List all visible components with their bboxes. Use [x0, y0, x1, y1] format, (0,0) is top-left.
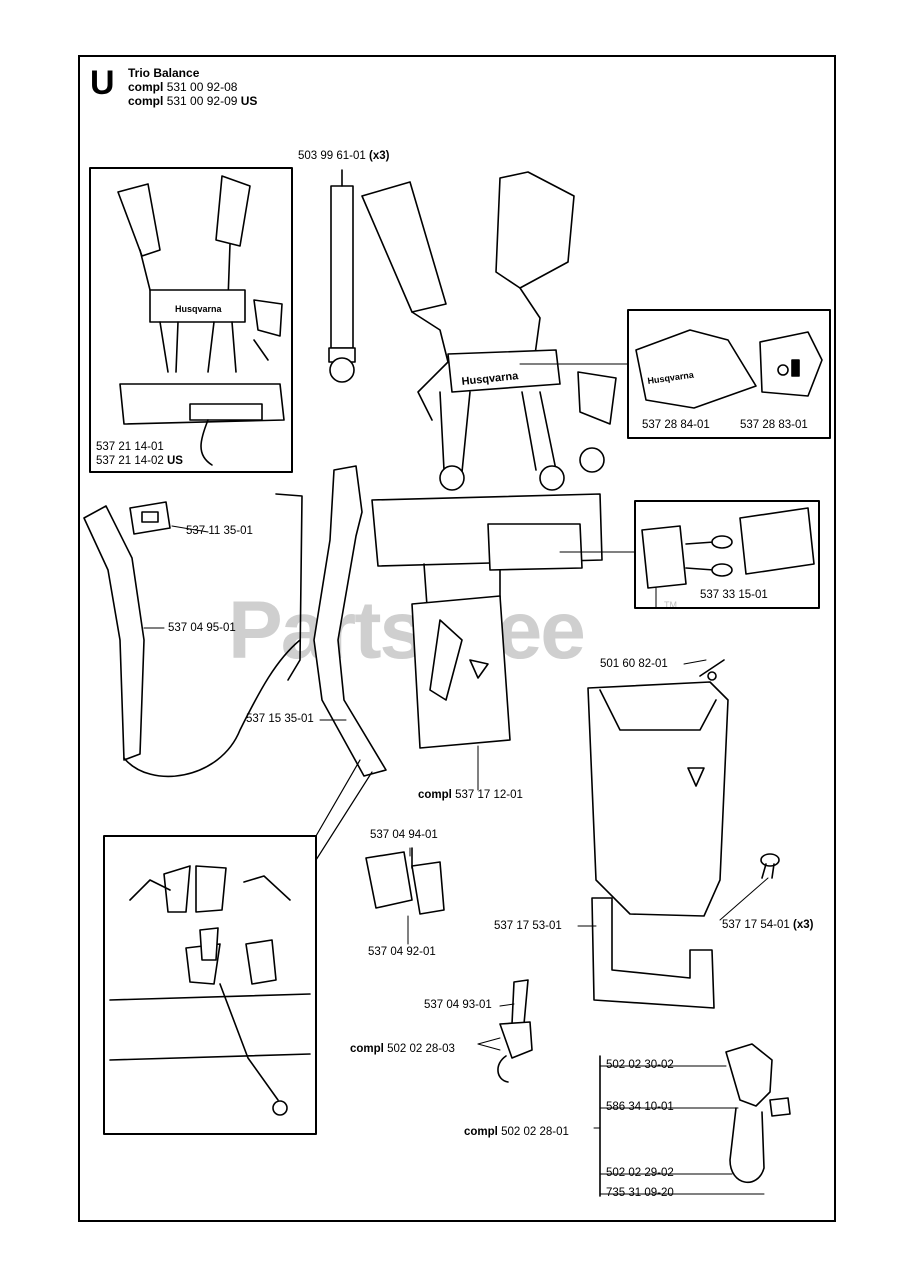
assembly-part-line-1: compl 531 00 92-08 [128, 80, 237, 94]
watermark-tm: TM [664, 600, 677, 610]
assembly-title: Trio Balance [128, 66, 200, 80]
part-number: 537 28 84-01 [642, 419, 710, 431]
label-537-17-54-01: 537 17 54-01 (x3) [722, 919, 813, 932]
label-537-28-84-01: 537 28 84-01 [642, 419, 710, 432]
part-number: 537 21 14-02 [96, 455, 164, 467]
compl-prefix: compl [350, 1043, 384, 1055]
region-suffix: US [167, 455, 183, 467]
label-537-17-53-01: 537 17 53-01 [494, 920, 562, 933]
part-number: 502 02 29-02 [606, 1167, 674, 1179]
part-number: 503 99 61-01 [298, 150, 366, 162]
compl-prefix: compl [128, 94, 164, 108]
compl-prefix: compl [464, 1126, 498, 1138]
quantity: (x3) [793, 919, 814, 931]
region-suffix: US [240, 94, 258, 108]
part-number: 501 60 82-01 [600, 658, 668, 670]
label-586-34-10-01: 586 34 10-01 [606, 1101, 674, 1114]
part-number: 537 28 83-01 [740, 419, 808, 431]
label-502-02-30-02: 502 02 30-02 [606, 1059, 674, 1072]
shoulder-pad-inset: Husqvarna [627, 309, 831, 439]
part-number: 537 04 93-01 [424, 999, 492, 1011]
label-501-60-82-01: 501 60 82-01 [600, 658, 668, 671]
part-number: 537 11 35-01 [186, 525, 253, 537]
label-537-21-14-01: 537 21 14-01 [96, 441, 164, 454]
buckle-537-11-35-01 [129, 501, 171, 535]
part-number: 502 02 30-02 [606, 1059, 674, 1071]
compl-prefix: compl [128, 80, 164, 94]
hook-assembly-502-02-28-01 [599, 1043, 791, 1197]
strap-503-99-61-01 [328, 169, 356, 383]
label-537-04-94-01: 537 04 94-01 [370, 829, 438, 842]
part-number: 502 02 28-01 [501, 1126, 569, 1138]
part-number: 537 17 54-01 [722, 919, 790, 931]
part-number: 537 04 95-01 [168, 622, 236, 634]
part-number: 586 34 10-01 [606, 1101, 674, 1113]
label-503-99-61-01: 503 99 61-01 (x3) [298, 150, 389, 163]
leader-lines [143, 363, 769, 1195]
part-number: 537 04 92-01 [368, 946, 436, 958]
label-502-02-28-03: compl 502 02 28-03 [350, 1043, 455, 1056]
label-502-02-28-01: compl 502 02 28-01 [464, 1126, 569, 1139]
bracket-537-04-92-01 [365, 847, 445, 915]
inset-brand-text: Husqvarna [175, 304, 223, 314]
label-537-04-93-01: 537 04 93-01 [424, 999, 492, 1012]
assembly-part-line-2: compl 531 00 92-09 US [128, 94, 257, 108]
cup-537-17-53-01 [587, 659, 729, 1009]
quantity: (x3) [369, 150, 390, 162]
hook-502-02-28-03 [497, 979, 533, 1083]
section-letter: U [90, 64, 115, 102]
part-number: 537 21 14-01 [96, 441, 164, 453]
label-537-15-35-01: 537 15 35-01 [246, 713, 314, 726]
main-harness: Husqvarna [361, 171, 617, 641]
label-537-17-12-01: compl 537 17 12-01 [418, 789, 523, 802]
label-537-04-95-01: 537 04 95-01 [168, 622, 236, 635]
part-number: 537 17 53-01 [494, 920, 562, 932]
part-number: 502 02 28-03 [387, 1043, 455, 1055]
strap-537-15-35-01 [313, 465, 387, 777]
harness-overview-inset: Husqvarna [89, 167, 293, 473]
label-537-11-35-01: 537 11 35-01 [186, 525, 253, 538]
compl-prefix: compl [418, 789, 452, 801]
buckle-inset [634, 500, 820, 609]
screw-537-17-54-01 [760, 853, 780, 879]
part-number: 537 04 94-01 [370, 829, 438, 841]
label-537-28-83-01: 537 28 83-01 [740, 419, 808, 432]
detail-inset [103, 759, 373, 1135]
label-502-02-29-02: 502 02 29-02 [606, 1167, 674, 1180]
label-537-21-14-02: 537 21 14-02 US [96, 455, 183, 468]
label-537-33-15-01: 537 33 15-01 [700, 589, 768, 602]
part-number: 735 31 09-20 [606, 1187, 674, 1199]
part-number: 537 17 12-01 [455, 789, 523, 801]
watermark: PartsTree [228, 585, 586, 676]
part-number: 537 33 15-01 [700, 589, 768, 601]
strap-537-04-95-01 [83, 493, 303, 778]
hip-holder-537-17-12-01 [411, 595, 511, 749]
label-537-04-92-01: 537 04 92-01 [368, 946, 436, 959]
part-number: 537 15 35-01 [246, 713, 314, 725]
part-number: 531 00 92-09 [166, 94, 238, 108]
diagram-frame [78, 55, 836, 1222]
label-735-31-09-20: 735 31 09-20 [606, 1187, 674, 1200]
part-number: 531 00 92-08 [166, 80, 238, 94]
